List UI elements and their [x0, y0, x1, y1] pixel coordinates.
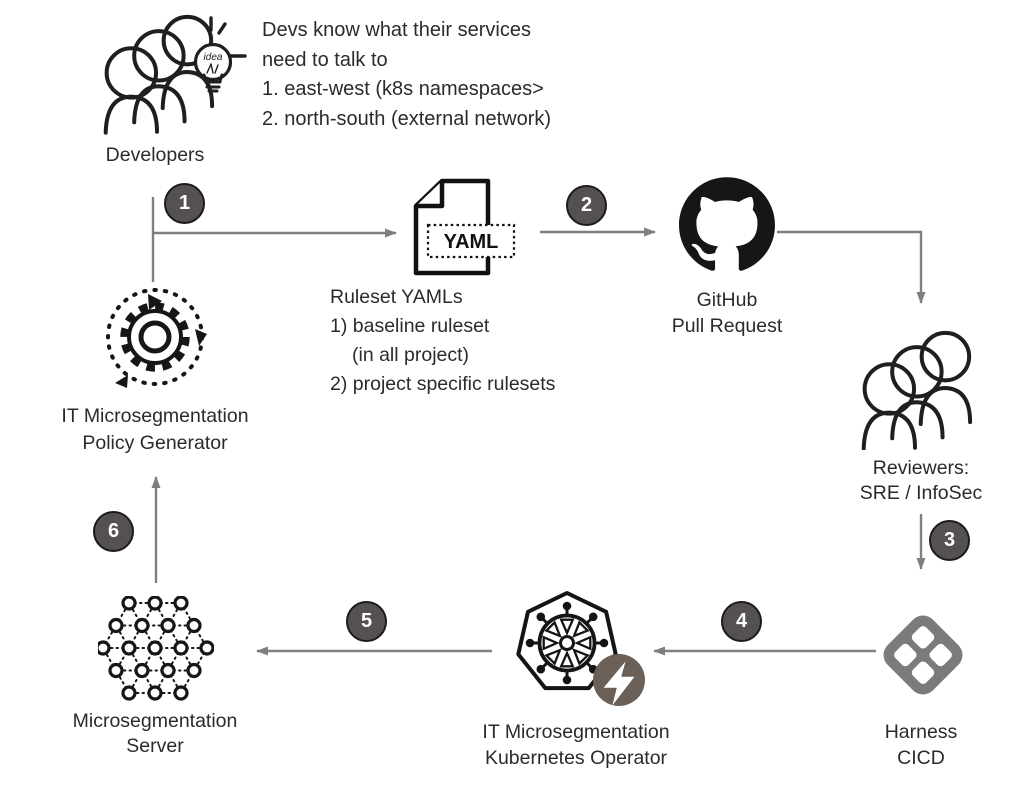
reviewers-label: Reviewers: SRE / InfoSec [841, 456, 1001, 506]
step-badge-3: 3 [929, 520, 970, 561]
policy-generator-icon [106, 288, 207, 388]
ruleset-label-line: 1) baseline ruleset [330, 315, 490, 337]
developers-label: Developers [105, 144, 205, 166]
server-label: Microsegmentation Server [55, 709, 255, 759]
policy-generator-label-line: Policy Generator [82, 432, 228, 454]
ruleset-label-line: Ruleset YAMLs [330, 286, 463, 308]
microsegmentation-server-icon [98, 596, 214, 701]
github-label-line: GitHub [696, 289, 758, 311]
sync-arrowheads [115, 294, 207, 388]
k8s-operator-label-line: Kubernetes Operator [484, 747, 668, 769]
yaml-tag-box [426, 223, 516, 259]
k8s-operator-label-line: IT Microsegmentation [482, 721, 670, 743]
mesh-links [102, 602, 208, 694]
server-label-line: Server [126, 735, 184, 757]
harness-icon [883, 615, 963, 695]
yaml-tag-text: YAML [444, 231, 499, 253]
harness-label-line: Harness [884, 721, 958, 743]
github-label: GitHub Pull Request [647, 287, 807, 339]
ruleset-label-line: (in all project) [352, 344, 470, 366]
reviewers-icon [861, 330, 973, 450]
step-badge-1: 1 [164, 183, 205, 224]
policy-generator-label: IT Microsegmentation Policy Generator [45, 403, 265, 457]
step-badge-4: 4 [721, 601, 762, 642]
dev-note: Devs know what their services need to ta… [262, 16, 551, 134]
reviewers-label-line: SRE / InfoSec [859, 482, 983, 504]
helm-wheel-handles [525, 601, 609, 685]
k8s-operator-label: IT Microsegmentation Kubernetes Operator [466, 719, 686, 771]
developers-icon: idea [103, 14, 247, 135]
lightning-bolt-icon [603, 661, 635, 706]
server-label-line: Microsegmentation [72, 710, 238, 732]
step-badge-5: 5 [346, 601, 387, 642]
gear-icon [120, 302, 190, 372]
idea-lightbulb-icon [193, 16, 247, 93]
kubernetes-operator-icon [516, 591, 645, 706]
policy-generator-label-line: IT Microsegmentation [61, 405, 249, 427]
github-icon [679, 177, 775, 271]
dev-note-line: need to talk to [262, 48, 388, 71]
ruleset-yamls-label: Ruleset YAMLs 1) baseline ruleset (in al… [330, 283, 555, 399]
folded-corner [416, 181, 445, 209]
dev-note-line: Devs know what their services [262, 19, 531, 41]
dev-note-line: 1. east-west (k8s namespaces> [262, 78, 544, 100]
harness-label-line: CICD [897, 747, 945, 769]
reviewers-label-line: Reviewers: [872, 457, 970, 479]
idea-text: idea [204, 52, 223, 63]
ruleset-label-line: 2) project specific rulesets [330, 373, 556, 395]
dev-note-line: 2. north-south (external network) [262, 107, 552, 130]
step-badge-2: 2 [566, 185, 607, 226]
helm-wheel-spokes [542, 618, 592, 668]
mesh-nodes [98, 596, 214, 701]
step-badge-6: 6 [93, 511, 134, 552]
arrow-github-to-reviewers [777, 230, 926, 304]
github-label-line: Pull Request [671, 315, 783, 337]
yaml-file-icon: YAML [413, 178, 516, 276]
operator-lightning-badge [593, 654, 645, 706]
harness-label: Harness CICD [861, 719, 981, 771]
